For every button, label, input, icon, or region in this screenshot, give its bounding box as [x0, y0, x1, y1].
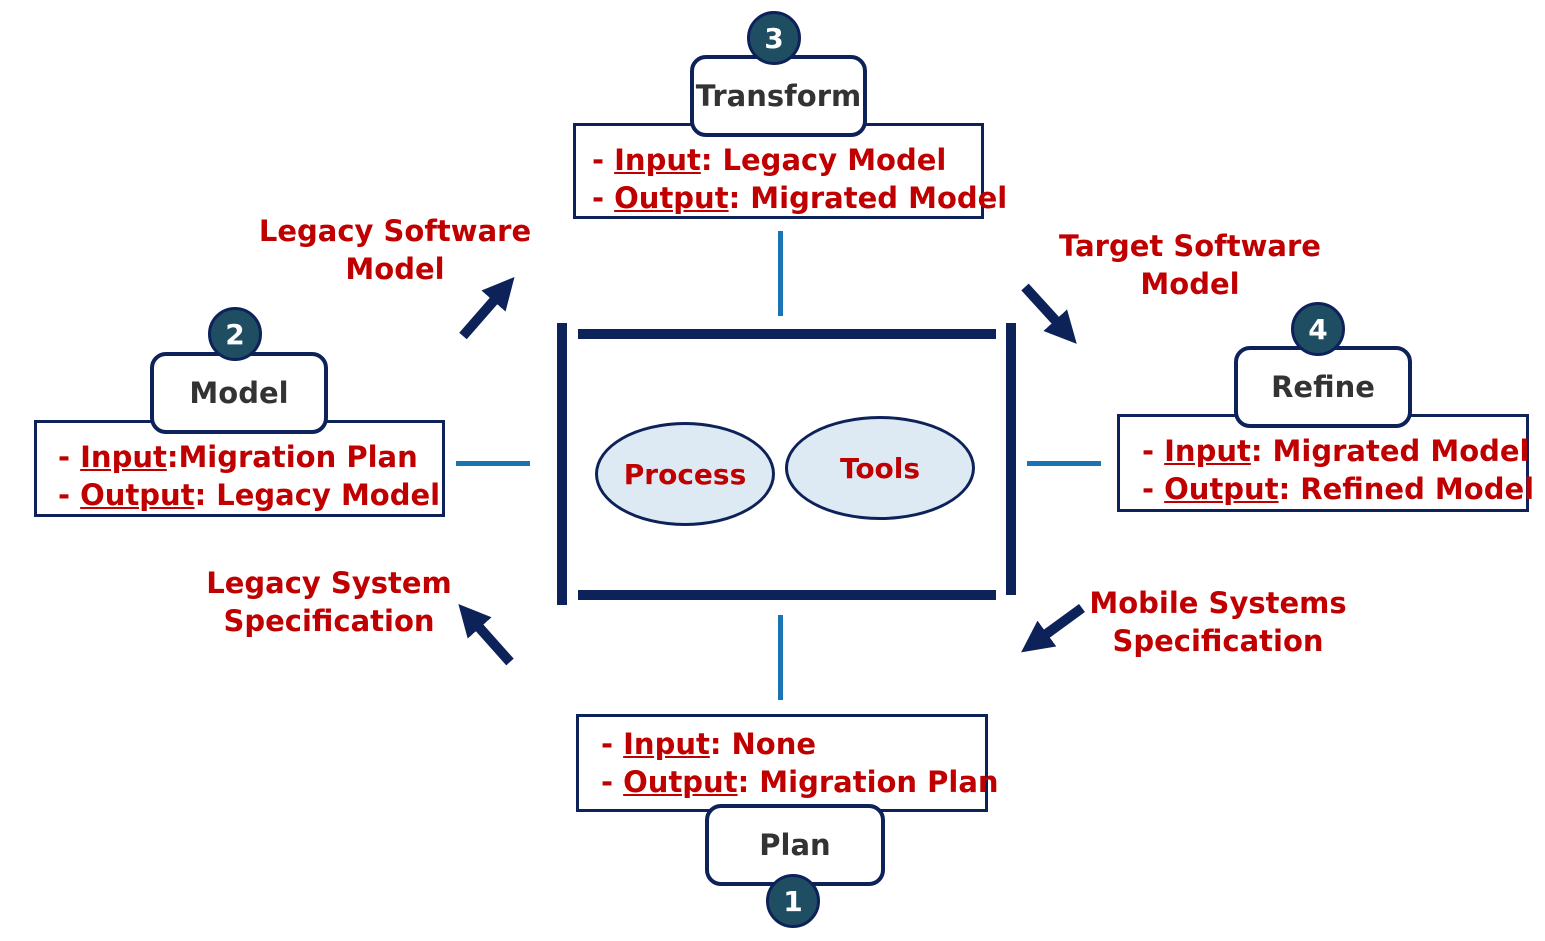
target-software-model-label: Target Software Model	[1059, 229, 1321, 301]
model-step-box: Model	[150, 352, 328, 434]
step-2-badge: 2	[208, 307, 262, 361]
legacy-system-spec-label: Legacy System Specification	[206, 566, 452, 638]
step-1-badge: 1	[766, 874, 820, 928]
transform-output-line: - Output: Migrated Model	[592, 181, 1008, 215]
plan-io-box: - Input: None - Output: Migration Plan	[576, 714, 999, 812]
transform-step-box: Transform	[690, 55, 867, 137]
refine-input-line: - Input: Migrated Model	[1142, 434, 1530, 468]
plan-output-line: - Output: Migration Plan	[601, 765, 999, 799]
tools-label: Tools	[839, 451, 921, 485]
step-4-badge: 4	[1291, 302, 1345, 356]
refine-io-box: - Input: Migrated Model - Output: Refine…	[1117, 414, 1535, 512]
arrow-down-left-icon	[1021, 603, 1085, 653]
refine-step-box: Refine	[1234, 346, 1412, 428]
connector-left	[456, 461, 530, 466]
model-output-line: - Output: Legacy Model	[58, 478, 441, 512]
model-io-box: - Input:Migration Plan - Output: Legacy …	[34, 420, 445, 517]
transform-io-box: - Input: Legacy Model - Output: Migrated…	[573, 123, 1008, 219]
plan-step-box: Plan	[705, 804, 885, 886]
transform-input-line: - Input: Legacy Model	[592, 143, 947, 177]
transform-title: Transform	[695, 79, 862, 113]
process-ellipse: Process	[595, 422, 775, 526]
frame-left-bar	[557, 323, 567, 605]
connector-right	[1027, 461, 1101, 466]
refine-title: Refine	[1271, 370, 1375, 404]
plan-title: Plan	[759, 828, 831, 862]
arrow-up-left-icon	[458, 604, 514, 666]
frame-right-bar	[1006, 323, 1016, 595]
model-title: Model	[189, 376, 289, 410]
plan-input-line: - Input: None	[601, 727, 817, 761]
connector-bottom	[778, 615, 783, 700]
arrow-up-right-icon	[459, 276, 515, 340]
connector-top	[778, 231, 783, 316]
frame-top-bar	[578, 329, 996, 339]
frame-bottom-bar	[578, 590, 996, 600]
model-input-line: - Input:Migration Plan	[58, 440, 418, 474]
tools-ellipse: Tools	[785, 416, 975, 520]
step-3-badge: 3	[747, 11, 801, 65]
legacy-software-model-label: Legacy Software Model	[258, 214, 532, 286]
refine-output-line: - Output: Refined Model	[1142, 472, 1535, 506]
mobile-systems-spec-label: Mobile Systems Specification	[1089, 586, 1347, 658]
process-label: Process	[623, 457, 747, 491]
